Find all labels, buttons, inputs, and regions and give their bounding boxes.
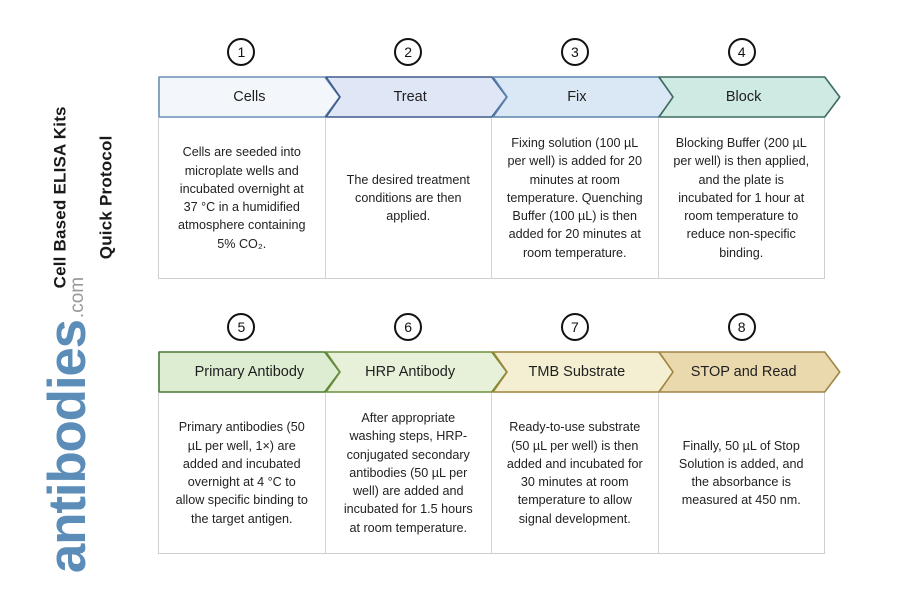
step-number-label: 8 [737,319,746,335]
step-number-8: 8 [727,313,756,341]
left-rail: Cell Based ELISA Kits Quick Protocol ant… [0,0,158,594]
step-number-label: 2 [404,44,413,60]
step-description-cell-1: Cells are seeded into microplate wells a… [159,118,326,278]
step-description-text: Blocking Buffer (200 µL per well) is the… [673,136,810,260]
step-chevron-7[interactable]: TMB Substrate [491,351,675,393]
brand-wordmark: antibodies [37,320,97,574]
step-number-strip: 1 2 3 4 [158,38,825,72]
step-chevron-6[interactable]: HRP Antibody [324,351,508,393]
step-description-text: Finally, 50 µL of Stop Solution is added… [678,438,804,508]
brand-tld: .com [67,276,88,319]
step-chevron-2[interactable]: Treat [324,76,508,118]
step-number-label: 1 [237,44,246,60]
step-number-4: 4 [727,38,756,66]
chevron-shape [324,76,508,118]
step-label: TMB Substrate [528,364,626,380]
chevron-shape [658,351,841,393]
step-chevron-5[interactable]: Primary Antibody [158,351,341,393]
chevron-strip: Primary Antibody HRP Antibody TMB Substrat… [158,351,848,393]
brand-logo: antibodies .com [23,275,97,575]
description-cells: Cells are seeded into microplate wells a… [158,118,825,279]
step-number-label: 3 [570,44,579,60]
step-chevron-1[interactable]: Cells [158,76,341,118]
step-number-5: 5 [227,313,256,341]
step-label: Block [725,89,762,105]
step-number-strip: 5 6 7 8 [158,313,825,347]
step-description-cell-6: After appropriate washing steps, HRP-con… [326,393,492,553]
step-number-3: 3 [560,38,589,66]
step-label: STOP and Read [690,364,797,380]
step-number-7: 7 [560,313,589,341]
step-description-text: Primary antibodies (50 µL per well, 1×) … [175,420,308,526]
step-number-label: 5 [237,319,246,335]
protocol-row-1: 1 2 3 4 Cells Treat Fix Block Cells are seeded… [158,38,848,279]
step-description-text: The desired treatment conditions are the… [346,172,470,224]
step-number-label: 4 [737,44,746,60]
step-description-cell-5: Primary antibodies (50 µL per well, 1×) … [159,393,326,553]
step-label: Cells [233,89,266,105]
step-chevron-3[interactable]: Fix [491,76,675,118]
protocol-row-2: 5 6 7 8 Primary Antibody HRP Antibody TMB Sub… [158,313,848,554]
step-label: Fix [567,89,587,105]
step-chevron-8[interactable]: STOP and Read [658,351,841,393]
chevron-shape [658,76,841,118]
chevron-shape [491,351,675,393]
step-label: Primary Antibody [194,364,305,380]
step-chevron-4[interactable]: Block [658,76,841,118]
step-description-cell-2: The desired treatment conditions are the… [326,118,492,278]
chevron-shape [324,351,508,393]
step-number-label: 6 [404,319,413,335]
step-description-cell-4: Blocking Buffer (200 µL per well) is the… [659,118,825,278]
step-description-text: Cells are seeded into microplate wells a… [178,145,306,251]
step-label: HRP Antibody [365,364,456,380]
step-description-cell-3: Fixing solution (100 µL per well) is add… [492,118,659,278]
step-description-cell-7: Ready-to-use substrate (50 µL per well) … [492,393,659,553]
step-number-label: 7 [570,319,579,335]
step-number-1: 1 [227,38,256,66]
step-description-cell-8: Finally, 50 µL of Stop Solution is added… [659,393,825,553]
step-number-6: 6 [394,313,423,341]
chevron-strip: Cells Treat Fix Block [158,76,848,118]
step-label: Treat [393,89,427,105]
step-description-text: Ready-to-use substrate (50 µL per well) … [506,420,643,526]
chevron-shape [491,76,675,118]
step-number-2: 2 [394,38,423,66]
step-description-text: Fixing solution (100 µL per well) is add… [506,136,643,260]
description-cells: Primary antibodies (50 µL per well, 1×) … [158,393,825,554]
step-description-text: After appropriate washing steps, HRP-con… [343,411,473,535]
page-title-line-2: Quick Protocol [96,135,116,260]
